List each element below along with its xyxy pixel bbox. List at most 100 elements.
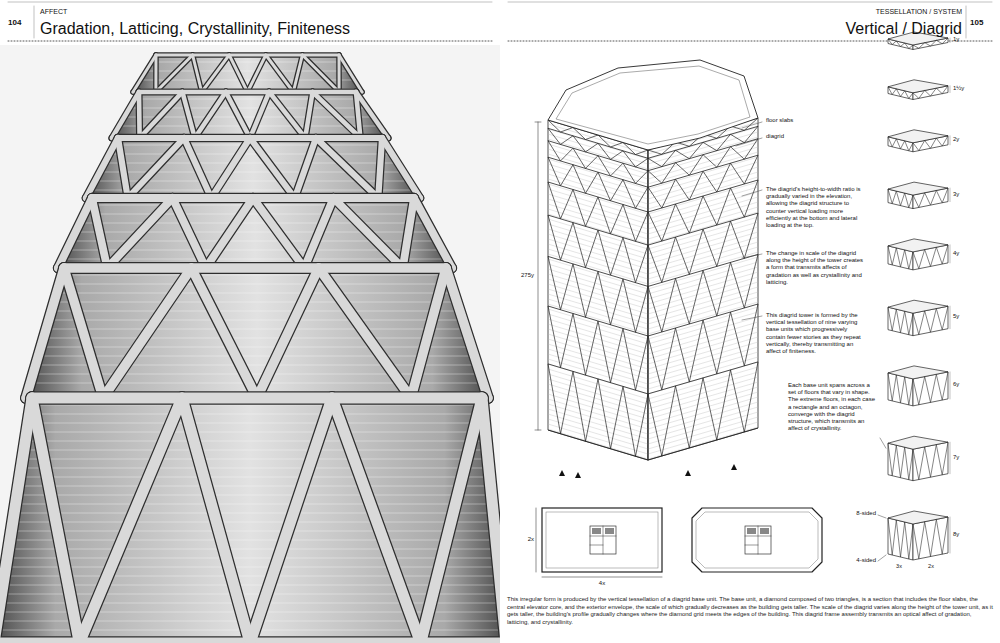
floor-slab-line — [548, 372, 758, 404]
diagrid-line — [548, 141, 573, 161]
dimension-label: 2x — [924, 563, 938, 570]
unit-height-label: 7y — [953, 454, 959, 461]
unit-diagrid — [925, 190, 937, 205]
unit-diagrid — [925, 138, 937, 148]
diagrid-line — [623, 238, 648, 283]
floor-line — [10, 558, 494, 559]
unit-dimension — [950, 372, 951, 399]
beam-shadow — [293, 55, 302, 92]
diagrid-beam — [211, 138, 250, 198]
diagrid-line — [703, 163, 731, 192]
unit-diagrid — [925, 374, 937, 402]
diagrid-beam — [32, 393, 482, 404]
plan-slab-edge — [546, 512, 658, 568]
floor-slab-line — [548, 292, 758, 324]
diagrid-line — [573, 165, 598, 194]
beam-shadow — [156, 52, 339, 58]
rectangular-plan — [542, 508, 662, 572]
diagrid-beam — [304, 198, 333, 268]
floor-slab-line — [548, 237, 758, 269]
diagrid-line — [676, 378, 704, 448]
roof-slab — [548, 60, 758, 150]
section-label: AFFECT — [40, 8, 67, 16]
diagrid-line — [703, 221, 731, 266]
floor-slab-line — [548, 177, 758, 209]
beam-shadow — [269, 92, 305, 138]
unit-diagrid — [896, 89, 904, 97]
diagrid-beam — [86, 138, 118, 198]
diagrid-beam — [64, 268, 103, 398]
diagrid-line — [703, 312, 731, 374]
unit-diagrid — [905, 193, 913, 208]
beam-shadow — [191, 268, 257, 398]
beam-shadow — [339, 55, 362, 92]
section-label: TESSELLATION / SYSTEM — [700, 8, 962, 16]
diagrid-line — [573, 148, 598, 168]
unit-dimension — [950, 442, 951, 474]
floor-line — [47, 338, 466, 339]
core-wall — [758, 526, 759, 554]
beam-shadow — [58, 263, 452, 273]
leader-line — [742, 190, 762, 196]
beam-shadow — [248, 55, 266, 92]
diagrid-beam — [195, 92, 226, 138]
unit-top — [888, 511, 948, 524]
unit-diagrid — [905, 447, 913, 480]
unit-height-label: 3y — [953, 191, 959, 198]
top-rule — [8, 2, 492, 3]
diagrid-beam — [250, 398, 332, 643]
unit-boundary — [548, 180, 758, 212]
diagrid-beam — [338, 55, 341, 92]
diagrid-line — [573, 190, 598, 227]
diagrid-beam — [32, 398, 79, 643]
beam-shadow — [313, 92, 361, 138]
beam-shadow — [378, 138, 382, 198]
diagrid-beam — [319, 268, 411, 398]
beam-shadow — [139, 88, 356, 95]
floor-slab-line — [548, 247, 758, 279]
page-title: Vertical / Diagrid — [600, 19, 962, 38]
unit-diagrid — [913, 447, 925, 480]
unit-diagrid — [913, 377, 925, 405]
floor-line — [33, 414, 481, 415]
header-rules — [8, 2, 992, 41]
elevator-shaft — [592, 528, 601, 534]
floor-line — [30, 432, 483, 433]
floor-slab-line — [548, 282, 758, 314]
unit-diagrid — [896, 248, 904, 267]
roof-edge — [556, 66, 750, 144]
floor-line — [14, 531, 492, 532]
unit-diagrid — [888, 39, 896, 45]
caption: This irregular form is produced by the v… — [507, 596, 993, 626]
beam-shadow — [156, 55, 193, 92]
diagrid-beam — [295, 138, 316, 198]
beam-shadow — [26, 392, 488, 404]
beam-shadow — [421, 398, 482, 643]
floor-slab-line — [548, 257, 758, 289]
diagrid-line — [703, 262, 731, 316]
diagrid-beam — [250, 92, 269, 138]
unit-dimension — [950, 188, 951, 202]
beam-shadow — [195, 92, 226, 138]
diagrid-beam — [316, 138, 378, 198]
diagrid-line — [676, 320, 704, 382]
diagrid-beam — [313, 92, 361, 138]
unit-diagrid — [925, 309, 937, 333]
diagrid-line — [676, 196, 704, 233]
dimension-line — [542, 577, 662, 578]
section-marker — [685, 470, 691, 476]
unit-diagrid — [905, 141, 913, 151]
tower-corner — [648, 150, 649, 460]
diagrid-line — [598, 172, 623, 201]
part-label: 8-sided — [846, 510, 876, 517]
floor-line — [57, 302, 454, 303]
floor-line — [108, 163, 395, 164]
unit-diagrid — [925, 247, 937, 266]
diagrid-line — [676, 171, 704, 200]
diagrid-line — [648, 278, 676, 332]
unit-face — [888, 443, 913, 481]
floor-line — [112, 154, 389, 155]
glass-tier — [133, 55, 362, 92]
diagrid-line — [598, 321, 623, 383]
floor-line — [13, 540, 493, 541]
